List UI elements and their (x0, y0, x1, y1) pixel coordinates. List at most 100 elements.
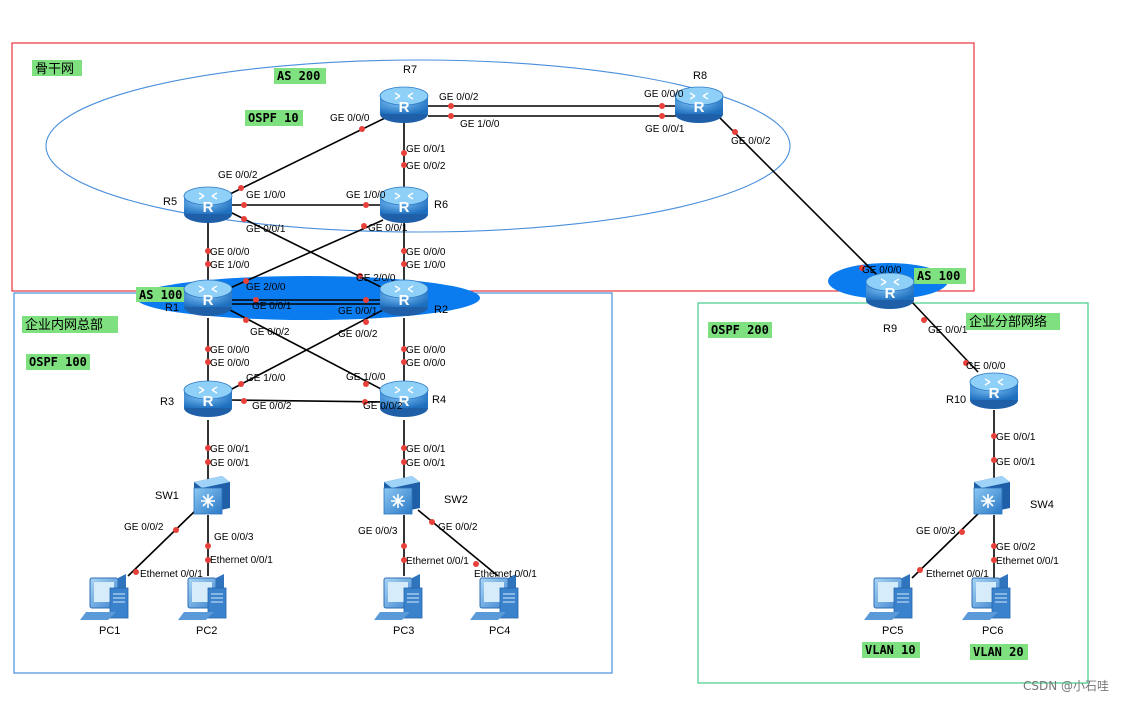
port-label: GE 0/0/2 (250, 327, 290, 338)
links (127, 105, 995, 579)
pc-icon (863, 573, 913, 621)
ospf10-tag: OSPF 10 (248, 111, 299, 125)
port-label: GE 0/0/2 (731, 136, 771, 147)
port-label: GE 0/0/1 (406, 144, 446, 155)
pc-pc1[interactable] (79, 573, 129, 621)
port-label: GE 2/0/0 (246, 282, 286, 293)
as200-ellipse (45, 59, 791, 233)
label-pc5: PC5 (882, 625, 903, 637)
port-dots (133, 103, 997, 575)
pc-pc4[interactable] (469, 573, 519, 621)
label-sw1: SW1 (155, 490, 179, 502)
backbone-area-frame (11, 42, 975, 292)
port-labels: GE 0/0/2 GE 0/0/0 GE 1/0/0 GE 0/0/1 GE 0… (124, 89, 1059, 580)
port-label: GE 0/0/0 (862, 265, 902, 276)
port-label: GE 0/0/2 (439, 92, 479, 103)
port-label: GE 1/0/0 (210, 260, 250, 271)
label-pc2: PC2 (196, 625, 217, 637)
port-label: Ethernet 0/0/1 (406, 556, 469, 567)
port-label: GE 0/0/3 (358, 526, 398, 537)
label-pc1: PC1 (99, 625, 120, 637)
port-label: GE 0/0/2 (363, 401, 403, 412)
port-label: GE 2/0/0 (356, 273, 396, 284)
pc-icon (177, 573, 227, 621)
link-r3-r4 (229, 399, 384, 403)
switch-sw2[interactable] (383, 475, 421, 515)
port-label: GE 0/0/0 (406, 247, 446, 258)
label-r4: R4 (432, 394, 446, 406)
port-label: GE 0/0/2 (338, 329, 378, 340)
port-label: Ethernet 0/0/1 (474, 569, 537, 580)
port-label: GE 0/0/0 (406, 345, 446, 356)
ospf100-tag: OSPF 100 (29, 355, 87, 369)
ospf200-tag: OSPF 200 (711, 323, 769, 337)
port-label: GE 0/0/2 (218, 170, 258, 181)
label-r9: R9 (883, 323, 897, 335)
port-label: GE 0/0/1 (645, 124, 685, 135)
port-label: GE 0/0/0 (210, 345, 250, 356)
link-sw1-pc1 (127, 509, 197, 577)
router-r5[interactable] (183, 186, 233, 224)
port-label: GE 1/0/0 (460, 119, 500, 130)
router-icon (379, 86, 429, 124)
port-label: GE 0/0/2 (996, 542, 1036, 553)
link-r9-r10 (909, 299, 979, 373)
pc-pc3[interactable] (373, 573, 423, 621)
pc-icon (469, 573, 519, 621)
as100-hq-tag: AS 100 (139, 288, 182, 302)
label-r7: R7 (403, 64, 417, 76)
port-label: GE 0/0/1 (210, 458, 250, 469)
pc-pc5[interactable] (863, 573, 913, 621)
area-tags: 骨干网 AS 200 OSPF 10 AS 100 企业内网总部 OSPF 10… (22, 60, 1060, 660)
hq-title: 企业内网总部 (25, 317, 103, 332)
label-pc6: PC6 (982, 625, 1003, 637)
router-r1[interactable] (183, 279, 233, 317)
port-label: GE 0/0/3 (916, 526, 956, 537)
link-r6-r1 (229, 219, 384, 289)
port-label: GE 0/0/1 (246, 224, 286, 235)
router-r9[interactable] (865, 272, 915, 310)
router-r2[interactable] (379, 279, 429, 317)
label-r6: R6 (434, 199, 448, 211)
port-label: GE 1/0/0 (246, 190, 286, 201)
router-r3[interactable] (183, 380, 233, 418)
pc-pc2[interactable] (177, 573, 227, 621)
port-label: GE 0/0/1 (406, 458, 446, 469)
port-label: GE 0/0/2 (406, 161, 446, 172)
port-label: GE 0/0/1 (252, 301, 292, 312)
branch-title: 企业分部网络 (969, 314, 1047, 329)
pc-icon (373, 573, 423, 621)
link-r8-r9 (719, 117, 881, 279)
pc-pc6[interactable] (961, 573, 1011, 621)
port-label: GE 0/0/2 (124, 522, 164, 533)
router-r7[interactable] (379, 86, 429, 124)
label-r5: R5 (163, 196, 177, 208)
router-icon (969, 372, 1019, 410)
router-r6[interactable] (379, 186, 429, 224)
port-label: GE 0/0/1 (996, 432, 1036, 443)
router-icon (183, 279, 233, 317)
port-label: GE 1/0/0 (406, 260, 446, 271)
pc-icon (961, 573, 1011, 621)
backbone-title: 骨干网 (35, 61, 74, 76)
link-sw4-pc5 (911, 509, 983, 579)
switch-sw4[interactable] (973, 475, 1011, 515)
router-icon (379, 186, 429, 224)
switch-sw1[interactable] (193, 475, 231, 515)
port-label: Ethernet 0/0/1 (996, 556, 1059, 567)
label-r1: R1 (165, 302, 179, 314)
router-r10[interactable] (969, 372, 1019, 410)
port-label: GE 0/0/0 (210, 247, 250, 258)
port-label: GE 0/0/0 (330, 113, 370, 124)
port-label: GE 0/0/1 (338, 306, 378, 317)
router-icon (183, 186, 233, 224)
port-label: GE 0/0/0 (966, 361, 1006, 372)
vlan10-tag: VLAN 10 (865, 643, 916, 657)
label-sw2: SW2 (444, 494, 468, 506)
port-label: GE 0/0/2 (252, 401, 292, 412)
port-label: GE 1/0/0 (346, 190, 386, 201)
port-label: GE 0/0/0 (644, 89, 684, 100)
port-label: GE 0/0/1 (996, 457, 1036, 468)
router-icon (183, 380, 233, 418)
